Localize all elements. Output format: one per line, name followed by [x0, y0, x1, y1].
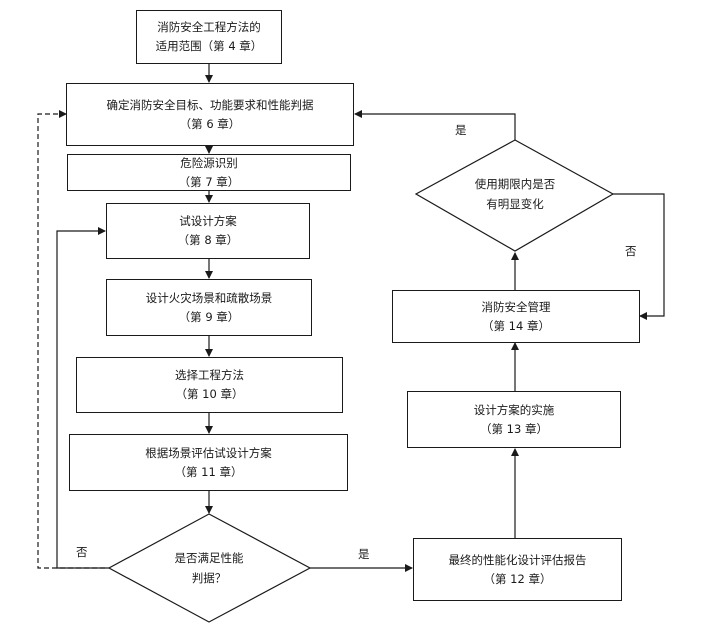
box-management-line1: 消防安全管理 [481, 299, 551, 314]
box-management: 消防安全管理 （第 14 章） [392, 290, 640, 343]
box-final-report-line1: 最终的性能化设计评估报告 [448, 552, 587, 567]
box-evaluate-line1: 根据场景评估试设计方案 [145, 445, 272, 460]
label-no-criteria: 否 [76, 545, 88, 559]
box-trial-design: 试设计方案 （第 8 章） [106, 203, 310, 259]
box-management-line2: （第 14 章） [482, 318, 550, 333]
dashed-feedback-line [37, 110, 105, 569]
box-evaluate: 根据场景评估试设计方案 （第 11 章） [69, 434, 348, 491]
box-objectives: 确定消防安全目标、功能要求和性能判据 （第 6 章） [66, 83, 354, 146]
box-hazard-line2: （第 7 章） [178, 174, 240, 189]
decision-change-text: 使用期限内是否 有明显变化 [445, 174, 585, 214]
box-final-report-line2: （第 12 章） [483, 571, 552, 586]
decision-change-line1: 使用期限内是否 [474, 177, 556, 191]
box-methods-line1: 选择工程方法 [175, 368, 244, 382]
decision-diamond-change [414, 139, 615, 252]
box-implementation-line1: 设计方案的实施 [473, 402, 555, 417]
box-scenarios-line2: （第 9 章） [178, 309, 240, 324]
label-no-change: 否 [625, 244, 637, 258]
label-yes-change: 是 [455, 123, 467, 137]
box-scope-line2: 适用范围（第 4 章） [155, 39, 263, 53]
box-scenarios-line1: 设计火灾场景和疏散场景 [145, 290, 273, 305]
box-scenarios: 设计火灾场景和疏散场景 （第 9 章） [106, 279, 312, 336]
arrow-change-no [613, 193, 665, 320]
box-trial-design-line1: 试设计方案 [179, 214, 237, 228]
decision-diamond-criteria [107, 513, 312, 623]
arrow-change-yes [354, 110, 516, 140]
box-implementation: 设计方案的实施 （第 13 章） [407, 391, 621, 448]
decision-criteria-line1: 是否满足性能 [174, 551, 244, 565]
box-methods: 选择工程方法 （第 10 章） [76, 357, 343, 413]
box-objectives-line2: （第 6 章） [179, 116, 241, 131]
decision-change-line2: 有明显变化 [486, 197, 544, 211]
arrow-decision-no-loop [56, 227, 109, 569]
box-hazard-line1: 危险源识别 [180, 155, 238, 170]
decision-criteria-line2: 判据？ [191, 571, 227, 585]
box-trial-design-line2: （第 8 章） [177, 233, 239, 247]
decision-criteria-text: 是否满足性能 判据？ [149, 548, 269, 588]
box-hazard: 危险源识别 （第 7 章） [67, 154, 351, 191]
box-scope-line1: 消防安全工程方法的 [157, 20, 261, 34]
label-yes-criteria: 是 [358, 547, 370, 561]
box-evaluate-line2: （第 11 章） [174, 464, 243, 479]
box-final-report: 最终的性能化设计评估报告 （第 12 章） [413, 538, 622, 601]
box-scope: 消防安全工程方法的 适用范围（第 4 章） [136, 10, 282, 64]
box-objectives-line1: 确定消防安全目标、功能要求和性能判据 [106, 97, 314, 112]
box-implementation-line2: （第 13 章） [480, 421, 548, 436]
box-methods-line2: （第 10 章） [175, 387, 244, 401]
